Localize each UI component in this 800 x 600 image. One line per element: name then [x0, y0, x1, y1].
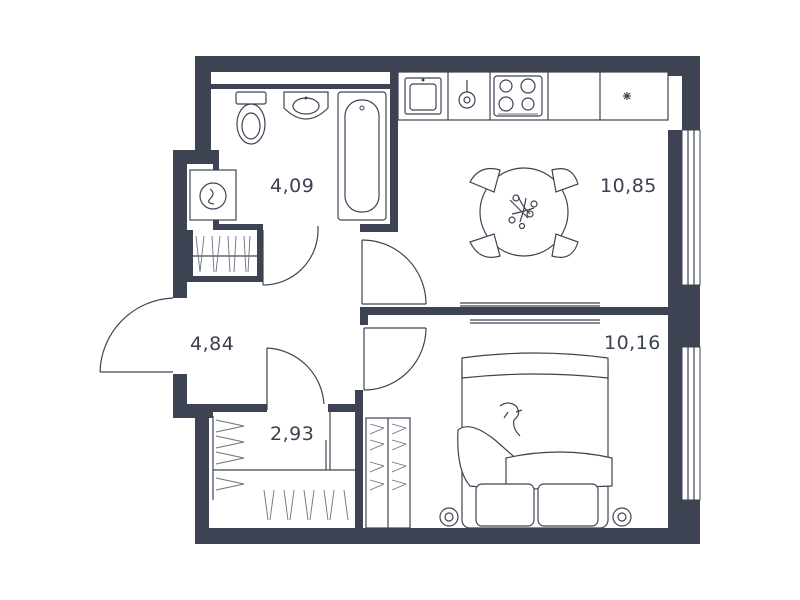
- wardrobe-hangers: [212, 412, 355, 521]
- window-kitchen: [681, 129, 701, 286]
- bed-icon: [457, 352, 613, 529]
- chair-icon: [469, 167, 579, 258]
- wall-right-bottom2: [682, 500, 700, 544]
- wall-left-upper: [195, 56, 211, 152]
- area-kitchen-living: 10,85: [600, 175, 657, 197]
- kitchen-fixtures: [397, 71, 669, 121]
- windows: [668, 129, 701, 501]
- area-labels: 4,09 10,85 4,84 10,16 2,93: [190, 175, 661, 445]
- wall-partition: [360, 307, 668, 315]
- area-bathroom: 4,09: [270, 175, 314, 197]
- bedroom-door: [363, 327, 427, 391]
- area-hallway: 4,84: [190, 333, 234, 355]
- bathtub-icon: [337, 91, 387, 221]
- wall-wardrobe-top: [209, 404, 267, 412]
- wall-left-bottom: [195, 404, 209, 544]
- kitchen-sink-icon: [404, 77, 442, 115]
- wall-left-mid: [173, 150, 187, 298]
- sliding-doors: [460, 302, 600, 324]
- bathroom-door: [262, 226, 319, 286]
- wall-right-corner: [668, 56, 700, 76]
- closet-left: [189, 235, 257, 273]
- dining-table: [469, 167, 579, 258]
- washing-machine-icon: [189, 169, 237, 221]
- radiator-icon: [439, 507, 632, 527]
- wall-bottom: [195, 528, 700, 544]
- flower-icon: [508, 194, 538, 230]
- sink-icon: [283, 91, 329, 120]
- window-bedroom: [681, 346, 701, 501]
- area-bedroom: 10,16: [604, 332, 661, 354]
- entrance-door: [99, 297, 174, 373]
- fridge-icon: [623, 92, 631, 100]
- bathroom-fixtures: [189, 91, 387, 286]
- toilet-icon: [235, 91, 267, 145]
- wall-wardrobe-right: [355, 390, 363, 530]
- outer-walls: [173, 56, 700, 544]
- wall-top: [195, 56, 700, 72]
- dishwasher-icon: [458, 80, 476, 109]
- wall-right-mid: [668, 285, 700, 347]
- bedroom-closet: [365, 417, 411, 529]
- stove-icon: [493, 75, 543, 117]
- area-wardrobe: 2,93: [270, 423, 314, 445]
- wall-bath-right: [390, 72, 398, 230]
- wardrobe-door: [266, 347, 325, 410]
- kitchen-door: [361, 239, 427, 305]
